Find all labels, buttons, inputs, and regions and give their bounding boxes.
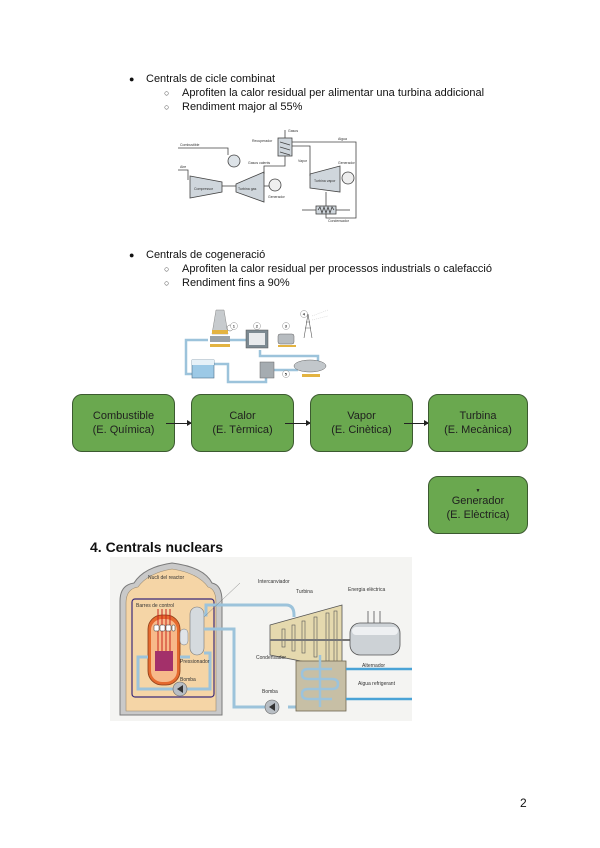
bullet-dot-icon: ●: [129, 74, 135, 84]
arrow-down-icon: ▼: [475, 488, 481, 494]
radiator-shape: [259, 361, 275, 379]
diagram-label: Compressor: [194, 187, 214, 191]
generator-shape: [268, 178, 282, 192]
diagram-label: Aire: [180, 165, 186, 169]
diagram-label: 5: [285, 372, 288, 377]
label-heat-exchanger: Intercanviador: [258, 579, 290, 585]
bullet-circle-icon: ○: [164, 278, 170, 288]
diagram-label: Gasos calents: [248, 161, 270, 165]
reactor-core-shape: [155, 651, 173, 671]
label-reactor-core: Nucli del reactor: [148, 575, 184, 581]
diagram-label: 4: [303, 312, 306, 317]
combustor-shape: [227, 154, 241, 168]
label-cooling-water: Aigua refrigerant: [358, 681, 396, 687]
combined-cycle-diagram: Combustible Aire Compressor Turbina gas …: [178, 128, 360, 224]
combined-cycle-item-text: Rendiment major al 55%: [182, 101, 303, 113]
boiler-shape: [293, 359, 327, 373]
flow-box-subtitle: (E. Cinètica): [331, 424, 392, 436]
label-alternator: Alternador: [362, 663, 385, 669]
flow-box-subtitle: (E. Química): [92, 424, 155, 436]
flow-box-combustible: Combustible (E. Química): [72, 394, 175, 452]
compressor-shape: [189, 175, 223, 199]
diagram-label: Generador: [338, 161, 356, 165]
diagram-label: 1: [233, 324, 236, 329]
gas-turbine-shape: [235, 171, 265, 203]
flow-box-title: Combustible: [92, 410, 155, 422]
flow-box-calor: Calor (E. Tèrmica): [191, 394, 294, 452]
transmission-tower-shape: [303, 313, 313, 339]
combined-cycle-item-text: Aprofiten la calor residual per alimenta…: [182, 87, 485, 99]
flow-box-subtitle: (E. Tèrmica): [212, 424, 273, 436]
diagram-label: Condensador: [328, 219, 350, 223]
flow-box-title: Generador: [451, 495, 505, 507]
heat-exchanger-shape: [189, 606, 205, 656]
combined-cycle-item: ○ Rendiment major al 55%: [164, 100, 303, 114]
bullet-circle-icon: ○: [164, 264, 170, 274]
section-heading-nuclear: 4. Centrals nuclears: [90, 539, 224, 555]
cogeneration-item: ○ Rendiment fins a 90%: [164, 276, 290, 290]
bullet-dot-icon: ●: [129, 250, 135, 260]
flow-box-title: Vapor: [347, 410, 376, 422]
cogeneration-item-text: Aprofiten la calor residual per processo…: [182, 263, 492, 275]
diagram-label: Gasos: [288, 129, 298, 133]
label-secondary-pump: Bomba: [262, 689, 278, 695]
nuclear-plant-diagram: Nucli del reactor Barres de control Inte…: [110, 557, 412, 721]
diagram-label: Recuperador: [252, 139, 273, 143]
diagram-label: Turbina vapor: [314, 179, 336, 183]
flow-box-turbina: Turbina (E. Mecànica): [428, 394, 528, 452]
label-control-rods: Barres de control: [136, 603, 174, 609]
page-number: 2: [520, 796, 527, 810]
flow-arrow-icon: [404, 420, 429, 426]
diagram-label: 2: [256, 324, 259, 329]
cogeneration-bullet: ● Centrals de cogeneració: [129, 248, 266, 262]
generator-2-shape: [341, 171, 355, 185]
cogeneration-heading: Centrals de cogeneració: [146, 249, 266, 261]
flow-box-title: Calor: [229, 410, 256, 422]
motor-shape: [277, 333, 295, 345]
cogeneration-item-text: Rendiment fins a 90%: [182, 277, 290, 289]
label-primary-pump: Bomba: [180, 677, 196, 683]
flow-box-generador: ▼ Generador (E. Elèctrica): [428, 476, 528, 534]
cogeneration-item: ○ Aprofiten la calor residual per proces…: [164, 262, 492, 276]
cogeneration-diagram: 1 2 3 4 5: [178, 304, 330, 388]
steam-turbine-shape: [309, 165, 341, 193]
label-condenser: Condensador: [256, 655, 286, 661]
diagram-label: Generador: [268, 195, 286, 199]
bullet-circle-icon: ○: [164, 88, 170, 98]
label-turbine: Turbina: [296, 589, 313, 595]
flow-box-subtitle: (E. Mecànica): [444, 424, 512, 436]
label-electric-energy: Energia elèctrica: [348, 587, 385, 593]
diagram-label: Combustible: [180, 143, 200, 147]
label-pressurizer: Pressionador: [180, 659, 210, 665]
combined-cycle-bullet: ● Centrals de cicle combinat: [129, 72, 276, 86]
flow-box-title: Turbina: [459, 410, 497, 422]
diagram-label: Vapor: [298, 159, 308, 163]
diagram-label: 3: [285, 324, 288, 329]
pressurizer-shape: [179, 628, 189, 646]
flow-box-subtitle: (E. Elèctrica): [446, 509, 510, 521]
combined-cycle-item: ○ Aprofiten la calor residual per alimen…: [164, 86, 485, 100]
combined-cycle-heading: Centrals de cicle combinat: [146, 73, 276, 85]
flow-box-vapor: Vapor (E. Cinètica): [310, 394, 413, 452]
flow-arrow-icon: [166, 420, 192, 426]
diagram-label: Aigua: [338, 137, 347, 141]
bullet-circle-icon: ○: [164, 102, 170, 112]
diagram-label: Turbina gas: [238, 187, 257, 191]
flow-arrow-icon: [285, 420, 311, 426]
